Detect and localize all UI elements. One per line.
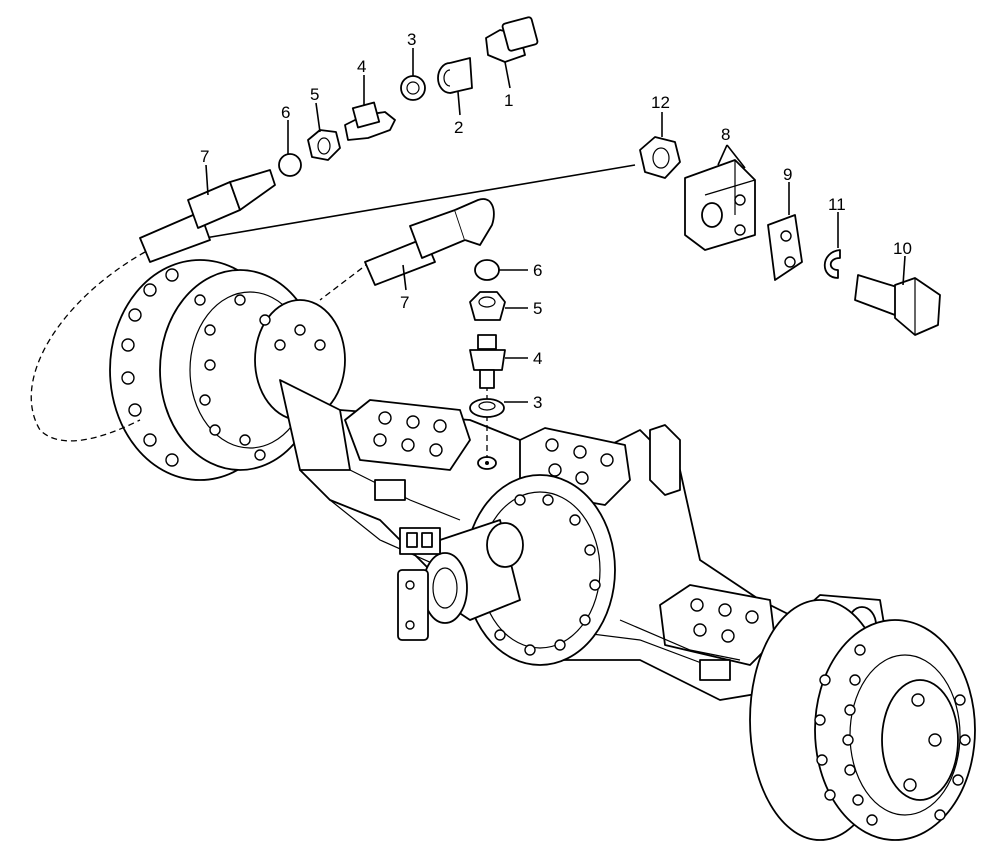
- part-6-ball-top: [278, 120, 302, 177]
- part-1-fitting: [485, 16, 539, 89]
- callout-5-mid: 5: [533, 299, 542, 318]
- callout-12: 12: [651, 93, 670, 112]
- part-7-hose-right: [364, 198, 495, 291]
- part-5-nut-mid: [469, 291, 528, 321]
- part-4-union-top: [344, 75, 396, 141]
- left-hub-bolts: [121, 268, 326, 467]
- left-wheel-hub: [109, 259, 351, 481]
- callout-1: 1: [504, 91, 513, 110]
- part-5-nut-top: [307, 102, 341, 161]
- callout-6-mid: 6: [533, 261, 542, 280]
- callout-5-top: 5: [310, 85, 319, 104]
- part-12-nut: [639, 112, 681, 179]
- callout-4-top: 4: [357, 57, 366, 76]
- differential-housing: [397, 474, 616, 666]
- part-8-clamp-block: [684, 144, 756, 251]
- callout-2: 2: [454, 118, 463, 137]
- right-wheel-hub: [749, 594, 976, 841]
- callout-11: 11: [828, 195, 846, 214]
- part-9-plate: [767, 182, 803, 281]
- part-7-hose-left: [139, 164, 276, 263]
- callout-4-mid: 4: [533, 349, 542, 368]
- hose-route-dashed: [30, 251, 146, 442]
- callout-3-top: 3: [407, 30, 416, 49]
- part-3-washer-mid: [469, 398, 528, 418]
- part-10-bolt: [854, 255, 941, 336]
- callout-10: 10: [893, 239, 912, 258]
- part-6-ball-mid: [474, 259, 528, 281]
- callout-8: 8: [721, 125, 730, 144]
- part-3-washer-top: [400, 48, 426, 101]
- callout-7-top: 7: [200, 147, 209, 166]
- right-hub-bolts: [814, 644, 971, 826]
- callout-9: 9: [783, 165, 792, 184]
- callout-labels: 1 2 3 4 5 6 7 12 8 9 11 10 6 7 5 4 3: [200, 30, 912, 412]
- part-4-union-mid: [469, 334, 528, 389]
- callout-6-top: 6: [281, 103, 290, 122]
- part-11-lock-washer: [823, 212, 841, 279]
- callout-7-mid: 7: [400, 293, 409, 312]
- part-2-sleeve: [437, 57, 473, 116]
- callout-3-mid: 3: [533, 393, 542, 412]
